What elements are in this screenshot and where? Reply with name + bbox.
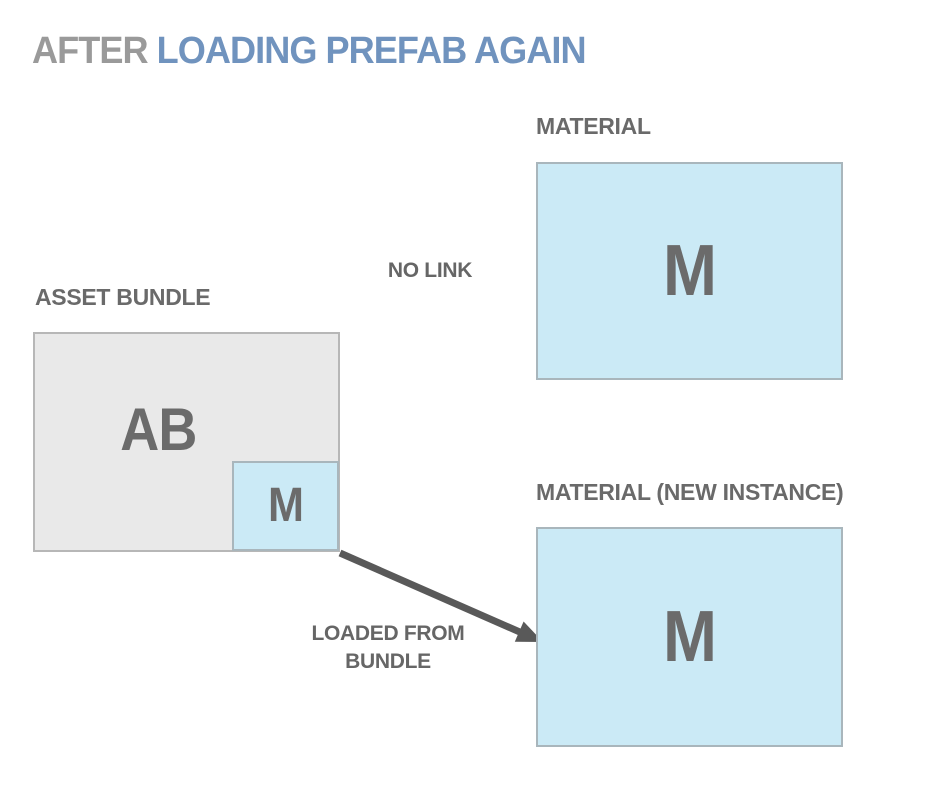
nested-material-box: M — [232, 461, 339, 551]
asset-bundle-box: AB — [33, 332, 340, 552]
loaded-from-bundle-annotation: LOADED FROM BUNDLE — [311, 622, 465, 674]
material-new-instance-label: MATERIAL (NEW INSTANCE) — [536, 479, 844, 505]
no-link-annotation: NO LINK — [387, 259, 473, 282]
asset-bundle-letter: AB — [120, 396, 197, 463]
material-new-instance-box: M — [536, 527, 843, 747]
material-new-instance-letter: M — [662, 597, 717, 677]
nested-material-letter: M — [267, 479, 304, 532]
page-title: AFTER LOADING PREFAB AGAIN — [32, 30, 587, 73]
material-top-label: MATERIAL — [536, 113, 651, 139]
page-title-main: LOADING PREFAB AGAIN — [156, 30, 587, 72]
material-top-letter: M — [662, 231, 717, 311]
material-top-box: M — [536, 162, 843, 380]
asset-bundle-label: ASSET BUNDLE — [35, 284, 211, 310]
page-title-prefix: AFTER — [32, 30, 149, 72]
